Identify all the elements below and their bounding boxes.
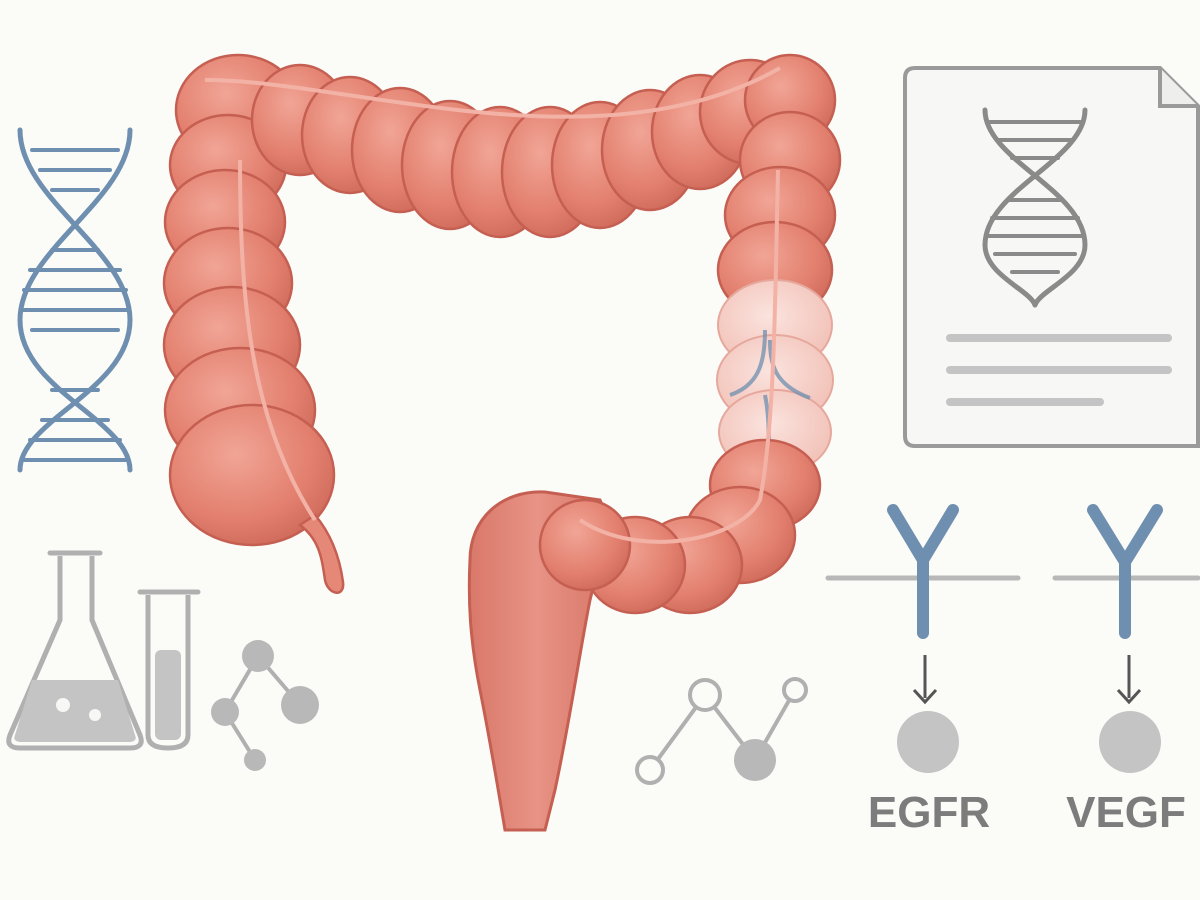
line-graph-icon bbox=[635, 677, 808, 785]
dna-helix-icon bbox=[17, 127, 133, 473]
taenia-coli bbox=[204, 66, 781, 544]
egfr-receptor-icon: EGFR bbox=[825, 504, 1021, 837]
colon-illustration bbox=[162, 53, 842, 832]
transverse-colon bbox=[250, 53, 837, 239]
test-tube-icon bbox=[137, 589, 201, 751]
appendix bbox=[297, 513, 345, 594]
vegf-receptor-icon: VEGF bbox=[1052, 504, 1200, 837]
molecule-icon bbox=[211, 640, 319, 771]
vegf-label: VEGF bbox=[1066, 788, 1186, 837]
document-dna-icon bbox=[903, 66, 1200, 448]
egfr-label: EGFR bbox=[868, 788, 990, 837]
lab-flask-icon bbox=[6, 550, 144, 751]
ascending-colon bbox=[162, 53, 336, 547]
sigmoid-colon bbox=[538, 438, 822, 615]
